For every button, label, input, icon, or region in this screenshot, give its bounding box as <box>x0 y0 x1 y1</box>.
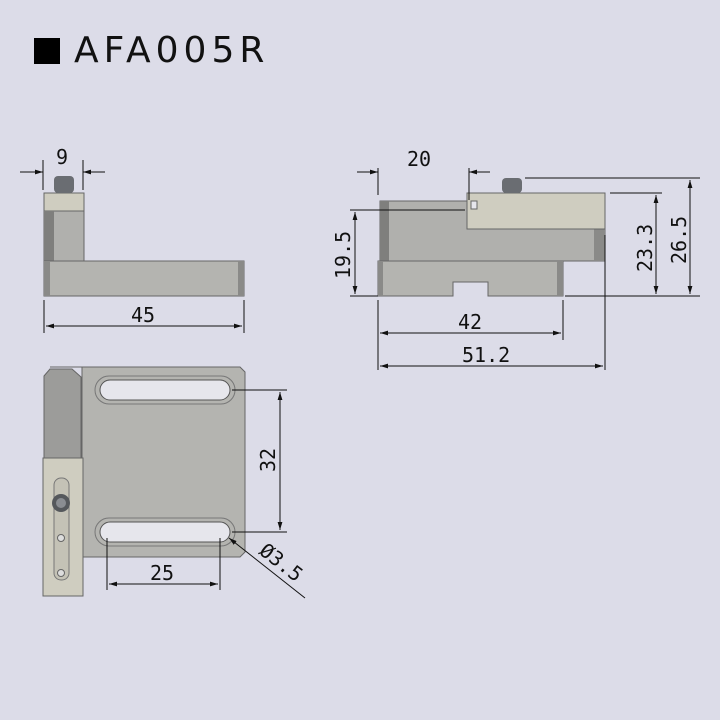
dim-9: 9 <box>56 145 68 169</box>
dim-25: 25 <box>150 561 174 585</box>
dim-19-5: 19.5 <box>331 231 355 279</box>
dim-23-3: 23.3 <box>633 224 657 272</box>
model-number: AFA005R <box>74 30 270 71</box>
drawing-title: AFA005R <box>34 30 269 71</box>
dim-45: 45 <box>131 303 155 327</box>
title-square-icon <box>34 37 60 64</box>
side-view-left: 9 45 <box>20 145 245 333</box>
dim-32: 32 <box>256 448 280 472</box>
dim-42: 42 <box>458 310 482 334</box>
top-view: 32 25 Ø3.5 <box>42 366 308 599</box>
dim-20: 20 <box>407 147 431 171</box>
side-view-right: 20 19.5 23.3 26.5 42 51.2 <box>331 147 700 370</box>
dim-26-5: 26.5 <box>667 216 691 264</box>
dim-51-2: 51.2 <box>462 343 510 367</box>
